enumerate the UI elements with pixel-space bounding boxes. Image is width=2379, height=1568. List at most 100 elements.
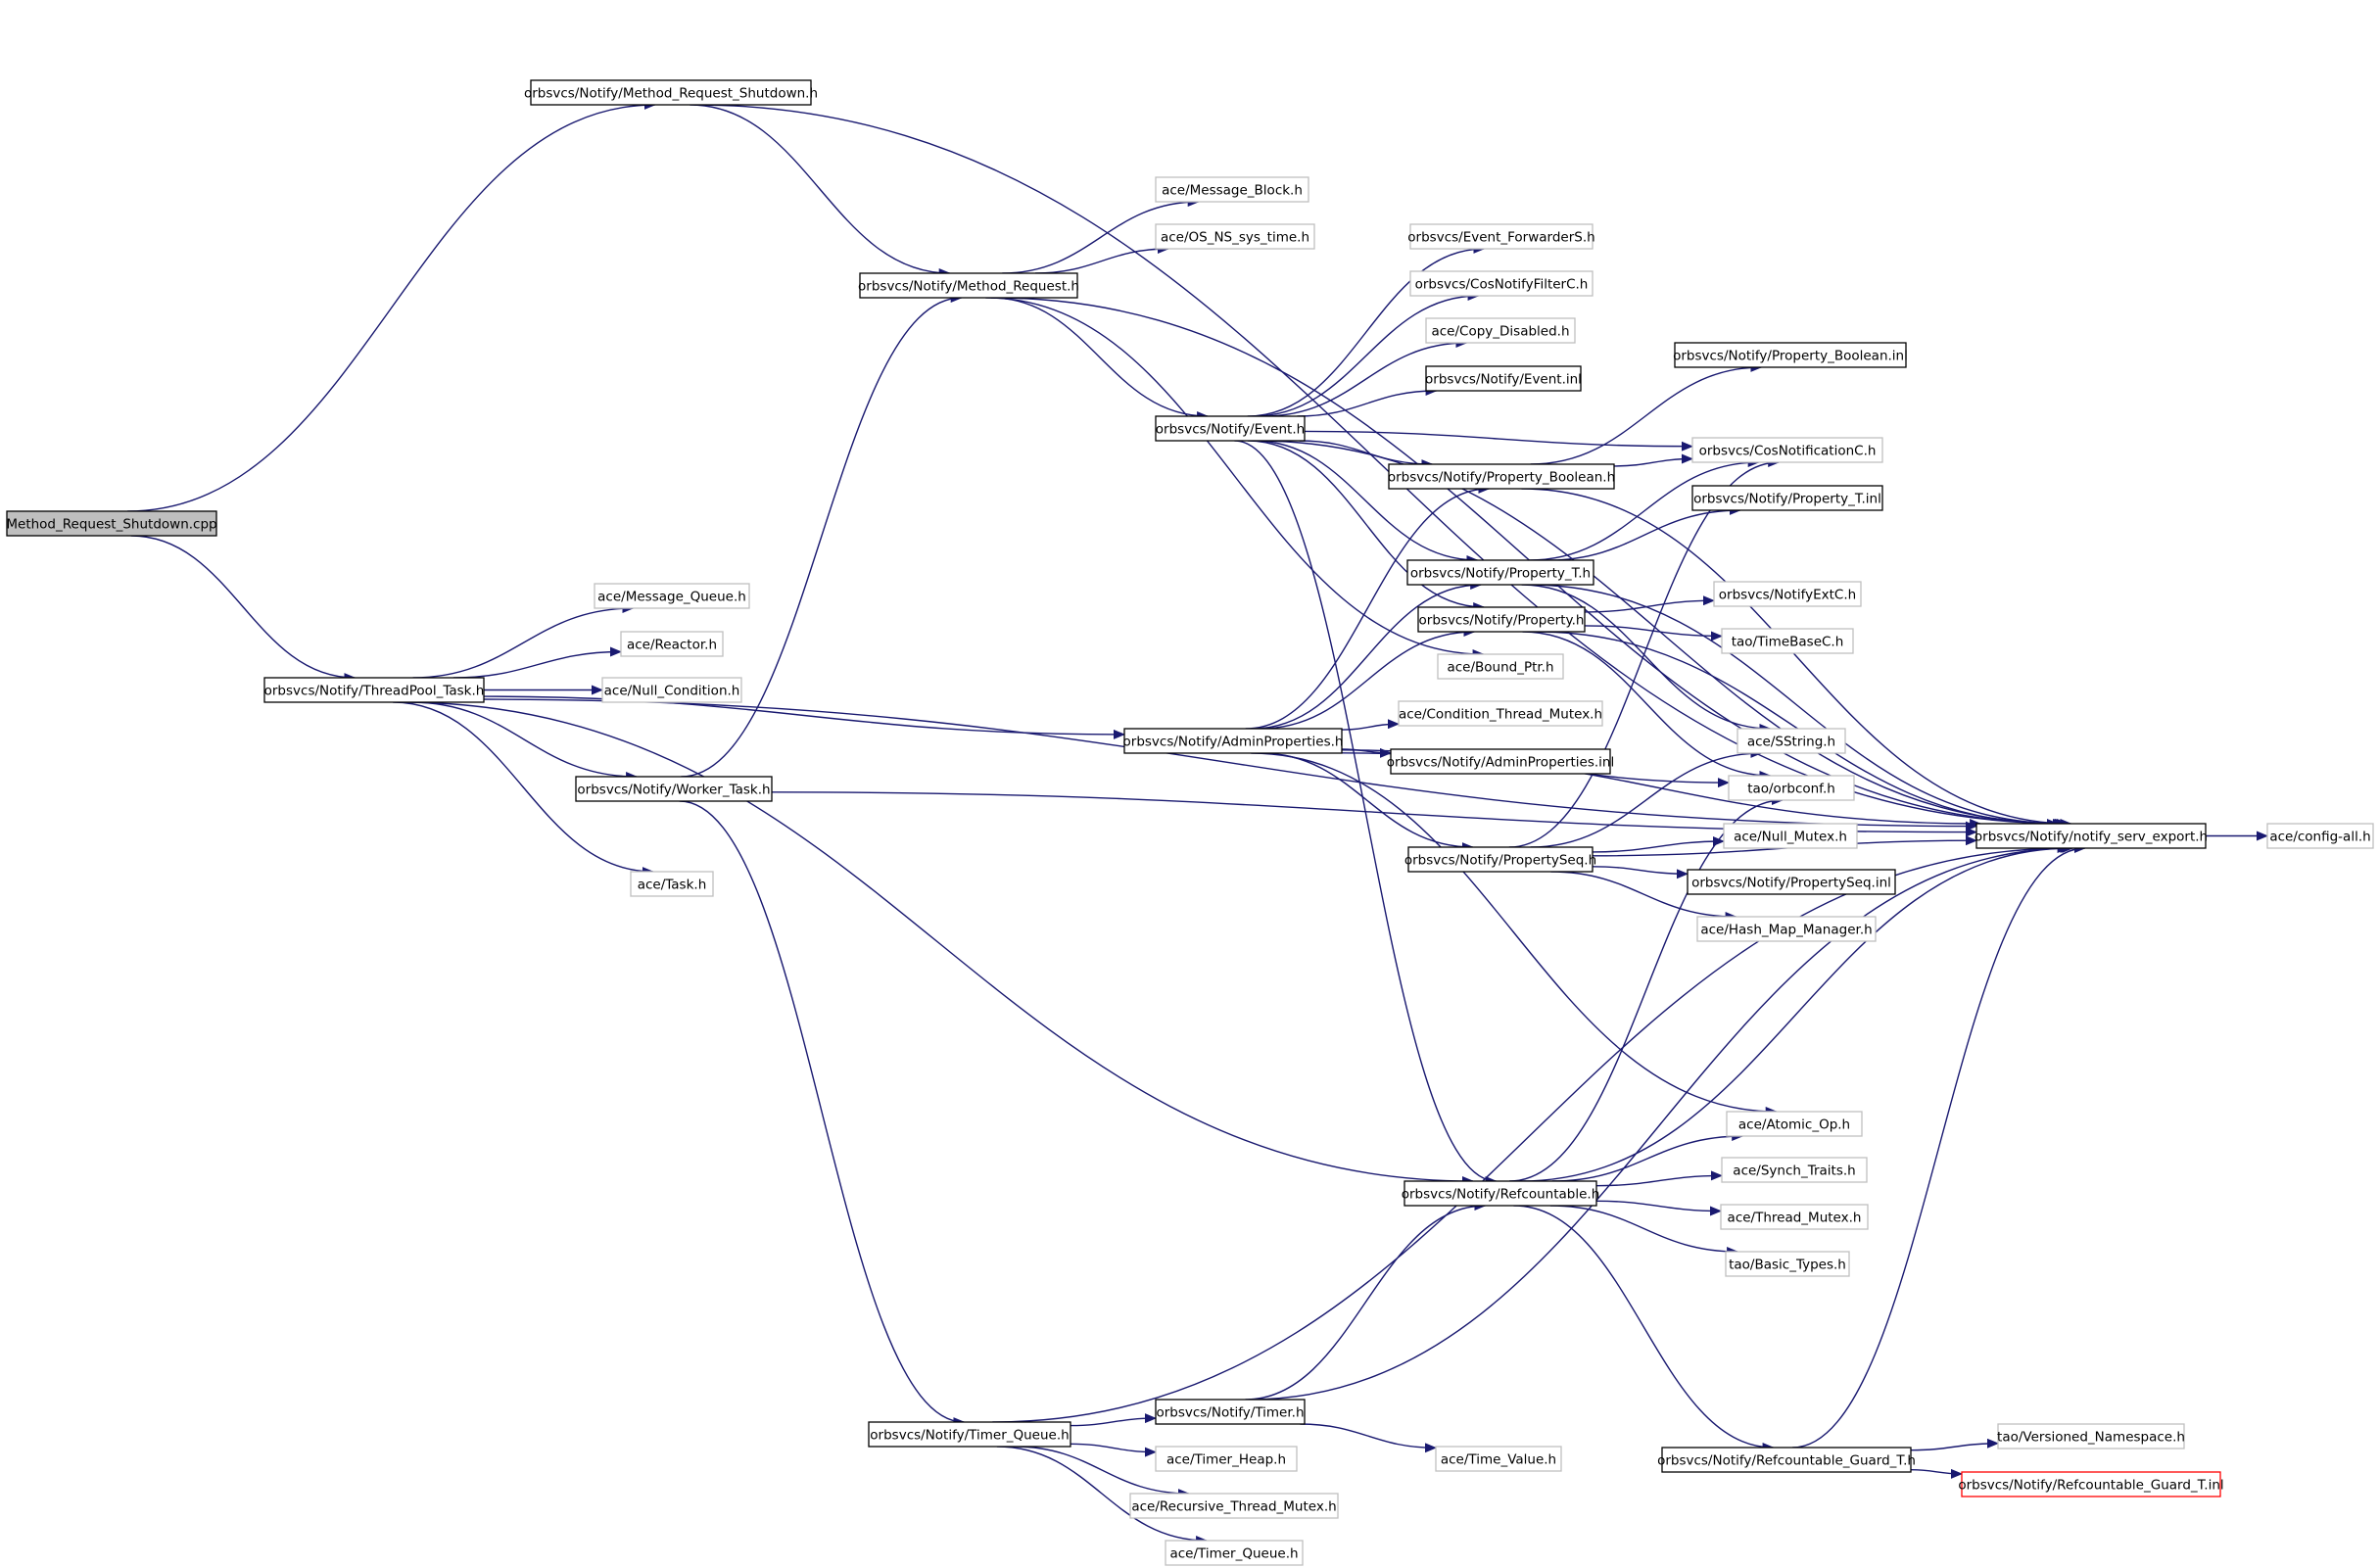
node-label: orbsvcs/Notify/Property_T.h — [1410, 566, 1591, 582]
node-label: orbsvcs/NotifyExtC.h — [1719, 588, 1856, 603]
node-mb[interactable]: ace/Message_Block.h — [1155, 176, 1309, 203]
node-label: orbsvcs/Notify/Refcountable_Guard_T.h — [1657, 1453, 1916, 1469]
edge-tpt-to-mq — [412, 603, 635, 679]
node-orbconf[interactable]: tao/orbconf.h — [1728, 775, 1855, 801]
edge-ref-to-synch — [1595, 1170, 1723, 1187]
node-label: ace/Reactor.h — [627, 638, 717, 653]
edge-ref-to-rgt — [1513, 1205, 1775, 1452]
edge-ref-to-atomic — [1551, 1131, 1744, 1182]
node-wt[interactable]: orbsvcs/Notify/Worker_Task.h — [575, 776, 773, 802]
node-mq[interactable]: ace/Message_Queue.h — [594, 583, 750, 609]
edge-tq-to-nse — [992, 843, 2070, 1423]
node-sstring[interactable]: ace/SString.h — [1737, 728, 1846, 754]
node-tmutex[interactable]: ace/Thread_Mutex.h — [1720, 1204, 1869, 1230]
node-box — [1390, 748, 1611, 775]
edge-mr-to-bp — [985, 297, 1485, 659]
edge-ref-to-nse — [1520, 843, 2072, 1182]
edge-tpt-to-reactor — [452, 646, 622, 679]
edge-ap-to-pb — [1245, 484, 1491, 730]
node-cnfc[interactable]: orbsvcs/CosNotifyFilterC.h — [1409, 270, 1594, 297]
node-box — [575, 776, 773, 802]
node-ostime[interactable]: ace/OS_NS_sys_time.h — [1155, 223, 1315, 250]
node-synch[interactable]: ace/Synch_Traits.h — [1721, 1157, 1868, 1183]
node-box — [1129, 1493, 1339, 1519]
edge-ap-to-prop — [1260, 627, 1476, 730]
node-nse[interactable]: orbsvcs/Notify/notify_serv_export.h — [1975, 823, 2208, 849]
node-nullc[interactable]: ace/Null_Condition.h — [601, 677, 742, 703]
node-ref[interactable]: orbsvcs/Notify/Refcountable.h — [1402, 1180, 1600, 1207]
edge-tpt-to-nse — [483, 698, 1977, 832]
node-label: ace/Task.h — [638, 878, 707, 893]
node-tvn[interactable]: tao/Versioned_Namespace.h — [1997, 1423, 2185, 1449]
edge-prop-to-nec — [1584, 595, 1715, 613]
node-task[interactable]: ace/Task.h — [630, 871, 714, 897]
node-box — [1691, 485, 1883, 511]
node-label: ace/config-all.h — [2269, 830, 2370, 845]
edge-event-to-prop — [1247, 440, 1486, 612]
node-timer[interactable]: orbsvcs/Notify/Timer.h — [1155, 1399, 1306, 1425]
edge-pt-to-cnc — [1529, 457, 1760, 561]
edge-tpt-to-task — [393, 701, 654, 877]
edge-ps-to-hmm — [1550, 871, 1737, 922]
node-rtm[interactable]: ace/Recursive_Thread_Mutex.h — [1129, 1493, 1339, 1519]
node-label: ace/Recursive_Thread_Mutex.h — [1131, 1499, 1336, 1515]
node-pbinl[interactable]: orbsvcs/Notify/Property_Boolean.inl — [1673, 342, 1908, 368]
node-configall[interactable]: ace/config-all.h — [2266, 823, 2374, 849]
node-theap[interactable]: ace/Timer_Heap.h — [1155, 1446, 1298, 1472]
node-box — [1409, 270, 1594, 297]
edge-pb-to-cnc — [1613, 453, 1693, 467]
node-ap[interactable]: orbsvcs/Notify/AdminProperties.h — [1123, 728, 1344, 754]
node-root[interactable]: Method_Request_Shutdown.cpp — [6, 510, 217, 537]
node-tpt[interactable]: orbsvcs/Notify/ThreadPool_Task.h — [263, 677, 485, 703]
node-box — [1425, 365, 1582, 392]
node-label: tao/TimeBaseC.h — [1732, 635, 1844, 650]
node-nec[interactable]: orbsvcs/NotifyExtC.h — [1713, 581, 1862, 607]
node-ctm[interactable]: ace/Condition_Thread_Mutex.h — [1398, 700, 1603, 727]
node-box — [1726, 1111, 1863, 1137]
node-atomic[interactable]: ace/Atomic_Op.h — [1726, 1111, 1863, 1137]
node-box — [1687, 869, 1896, 895]
node-label: ace/Hash_Map_Manager.h — [1700, 923, 1872, 938]
node-event[interactable]: orbsvcs/Notify/Event.h — [1155, 415, 1306, 442]
node-label: orbsvcs/Notify/PropertySeq.h — [1404, 853, 1596, 869]
node-box — [1721, 628, 1854, 654]
node-bt[interactable]: tao/Basic_Types.h — [1725, 1251, 1850, 1277]
node-box — [1404, 1180, 1597, 1207]
node-tbc[interactable]: tao/TimeBaseC.h — [1721, 628, 1854, 654]
node-tq[interactable]: orbsvcs/Notify/Timer_Queue.h — [868, 1421, 1071, 1448]
node-box — [1409, 223, 1594, 250]
node-pt[interactable]: orbsvcs/Notify/Property_T.h — [1406, 559, 1594, 586]
node-mr[interactable]: orbsvcs/Notify/Method_Request.h — [858, 272, 1079, 299]
node-mrs[interactable]: orbsvcs/Notify/Method_Request_Shutdown.h — [524, 79, 818, 106]
node-tqueue[interactable]: ace/Timer_Queue.h — [1165, 1540, 1304, 1566]
node-rgt[interactable]: orbsvcs/Notify/Refcountable_Guard_T.h — [1657, 1447, 1916, 1473]
node-ps[interactable]: orbsvcs/Notify/PropertySeq.h — [1404, 846, 1596, 873]
node-pb[interactable]: orbsvcs/Notify/Property_Boolean.h — [1388, 463, 1615, 490]
node-efs[interactable]: orbsvcs/Event_ForwarderS.h — [1407, 223, 1595, 250]
node-label: orbsvcs/Notify/Worker_Task.h — [577, 783, 770, 798]
node-cnc[interactable]: orbsvcs/CosNotificationC.h — [1691, 437, 1883, 463]
node-box — [1725, 1251, 1850, 1277]
node-bp[interactable]: ace/Bound_Ptr.h — [1437, 653, 1564, 680]
node-label: tao/orbconf.h — [1747, 782, 1835, 797]
edge-rgt-to-rgtinl — [1910, 1468, 1963, 1479]
node-reactor[interactable]: ace/Reactor.h — [620, 631, 724, 657]
node-label: orbsvcs/Notify/Timer_Queue.h — [870, 1428, 1069, 1444]
node-label: orbsvcs/Notify/AdminProperties.inl — [1387, 755, 1614, 771]
node-nullm[interactable]: ace/Null_Mutex.h — [1723, 823, 1858, 849]
node-rgtinl[interactable]: orbsvcs/Notify/Refcountable_Guard_T.inl — [1958, 1471, 2224, 1497]
node-apinl[interactable]: orbsvcs/Notify/AdminProperties.inl — [1387, 748, 1614, 775]
node-label: orbsvcs/CosNotifyFilterC.h — [1415, 277, 1589, 293]
node-label: orbsvcs/Notify/Property_Boolean.inl — [1673, 349, 1908, 364]
node-box — [630, 871, 714, 897]
edge-ap-to-pt — [1252, 580, 1483, 730]
node-prop[interactable]: orbsvcs/Notify/Property.h — [1417, 606, 1586, 633]
node-ptinl[interactable]: orbsvcs/Notify/Property_T.inl — [1691, 485, 1883, 511]
node-cd[interactable]: ace/Copy_Disabled.h — [1425, 317, 1576, 344]
node-einl[interactable]: orbsvcs/Notify/Event.inl — [1425, 365, 1582, 392]
node-psinl[interactable]: orbsvcs/Notify/PropertySeq.inl — [1687, 869, 1896, 895]
node-box — [1407, 846, 1594, 873]
node-box — [1691, 437, 1883, 463]
node-hmm[interactable]: ace/Hash_Map_Manager.h — [1696, 916, 1877, 942]
node-tv[interactable]: ace/Time_Value.h — [1435, 1446, 1562, 1472]
